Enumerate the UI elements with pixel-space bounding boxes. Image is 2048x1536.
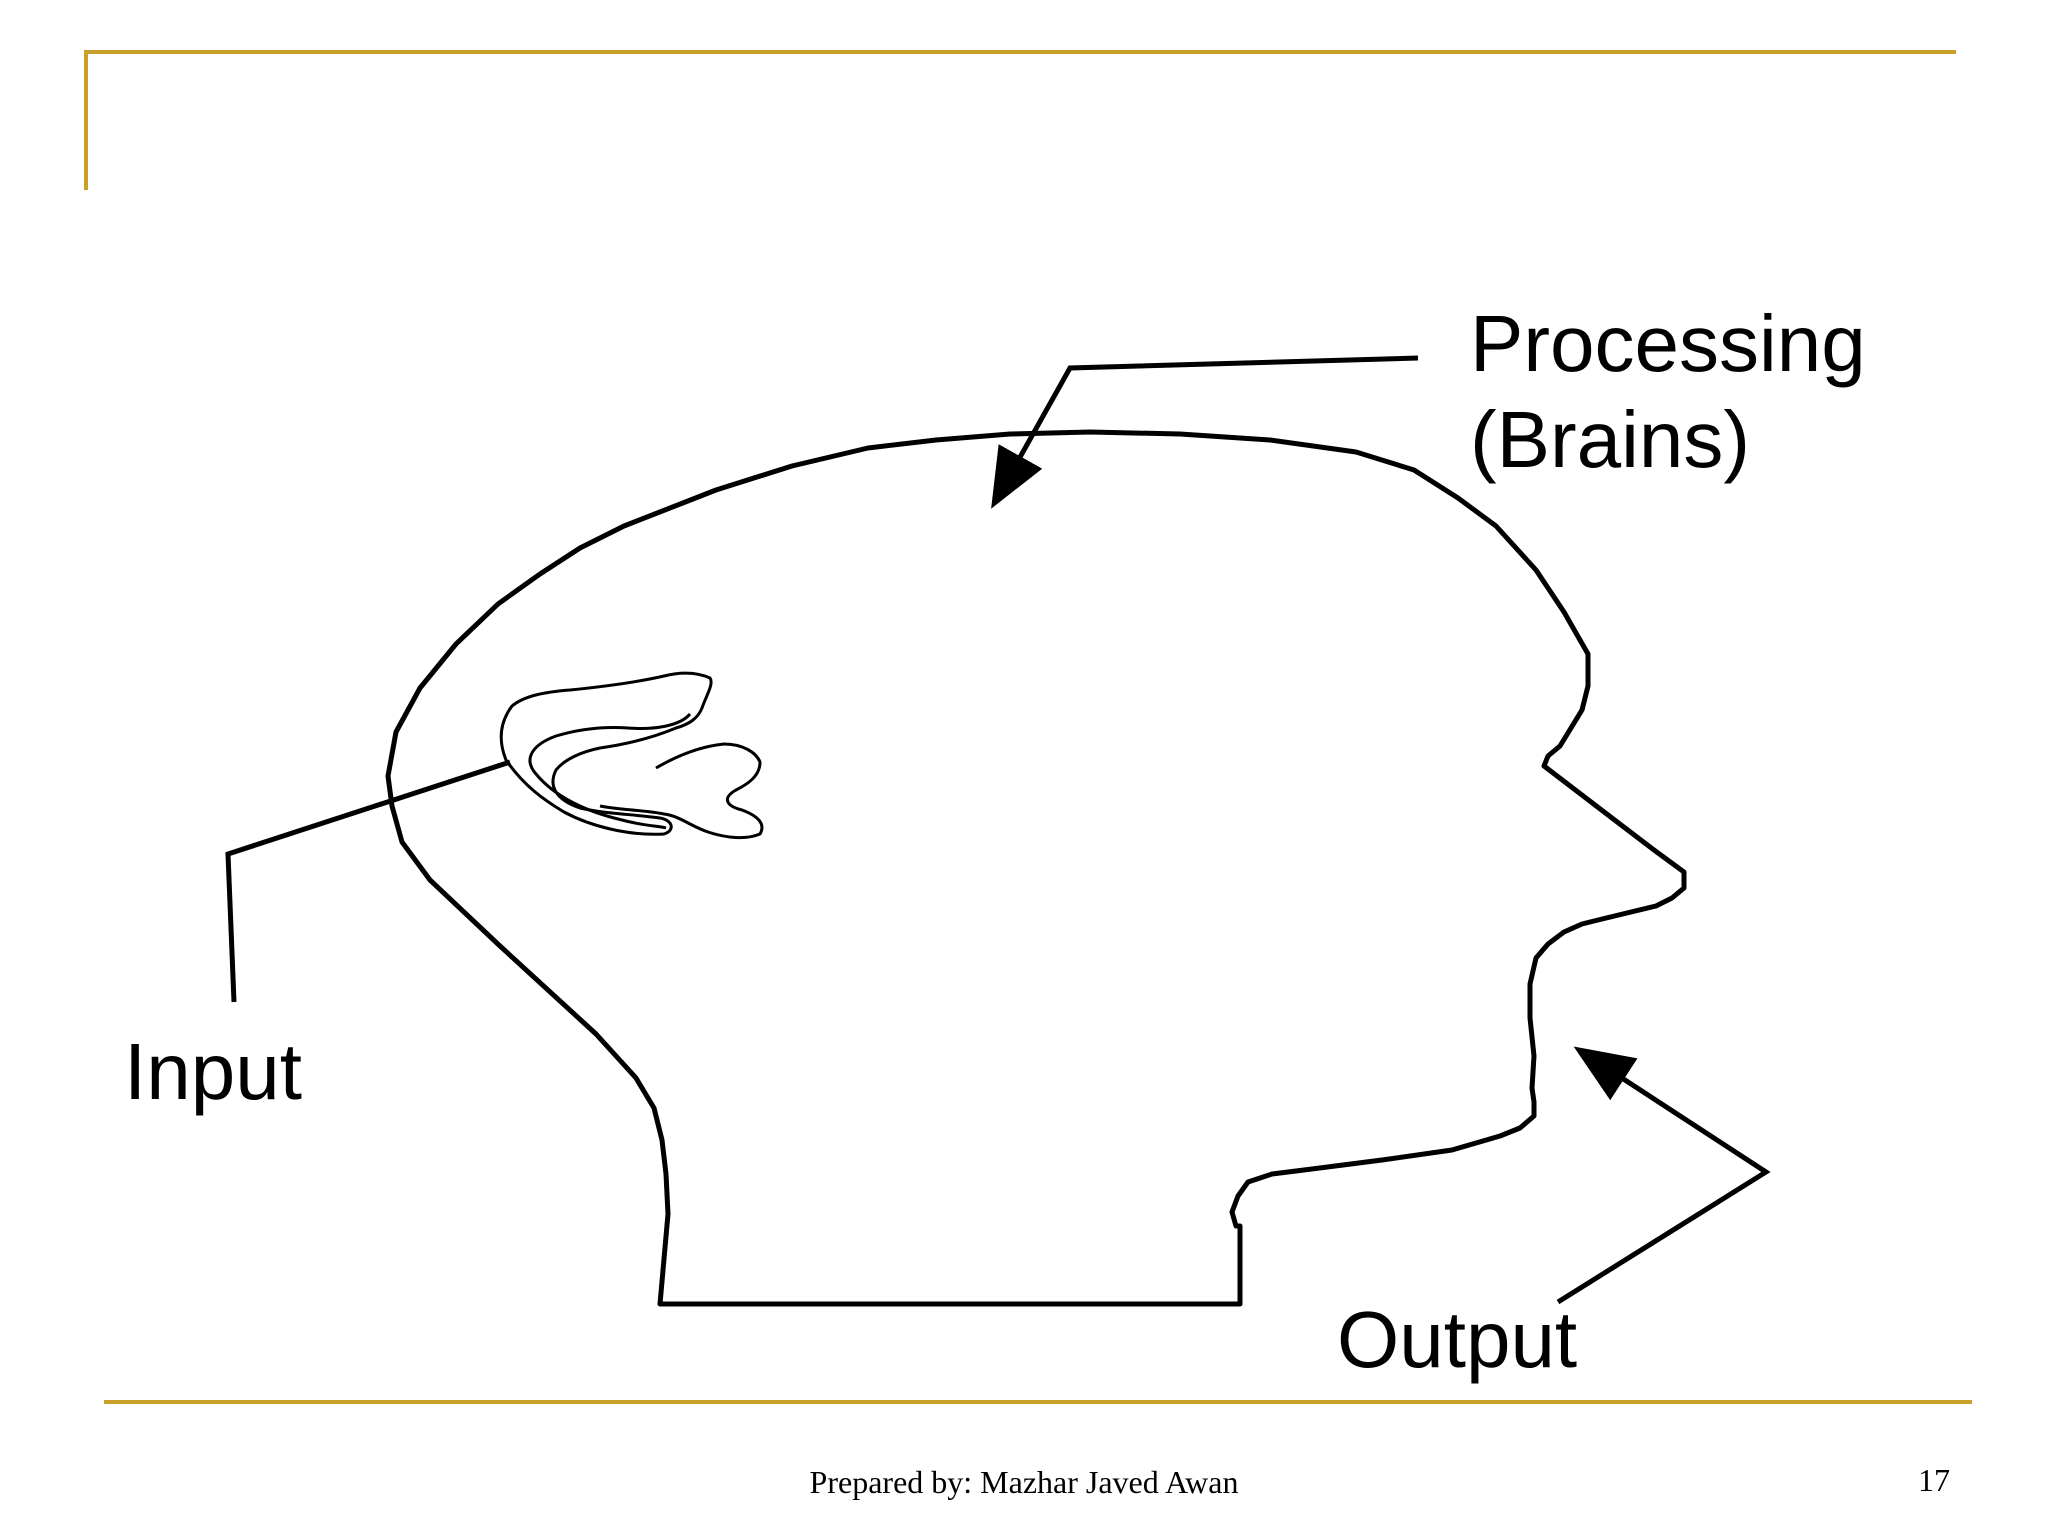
top-corner-rule <box>84 50 1956 190</box>
head-outline <box>385 429 1687 1307</box>
output-label: Output <box>1337 1295 1578 1384</box>
output-leader-line <box>1556 1046 1771 1305</box>
processing-leader-line <box>991 355 1419 509</box>
processing-label-line1: Processing <box>1470 299 1866 388</box>
input-leader-line <box>225 759 511 1003</box>
input-label: Input <box>124 1027 302 1116</box>
footer-author: Prepared by: Mazhar Javed Awan <box>809 1464 1239 1500</box>
ear-lobe <box>599 742 764 840</box>
ear-outer <box>499 671 713 836</box>
page-number: 17 <box>1918 1462 1950 1498</box>
ear-inner-fold <box>528 712 692 830</box>
processing-label: Processing (Brains) <box>1470 296 1866 488</box>
processing-label-line2: (Brains) <box>1470 395 1751 484</box>
